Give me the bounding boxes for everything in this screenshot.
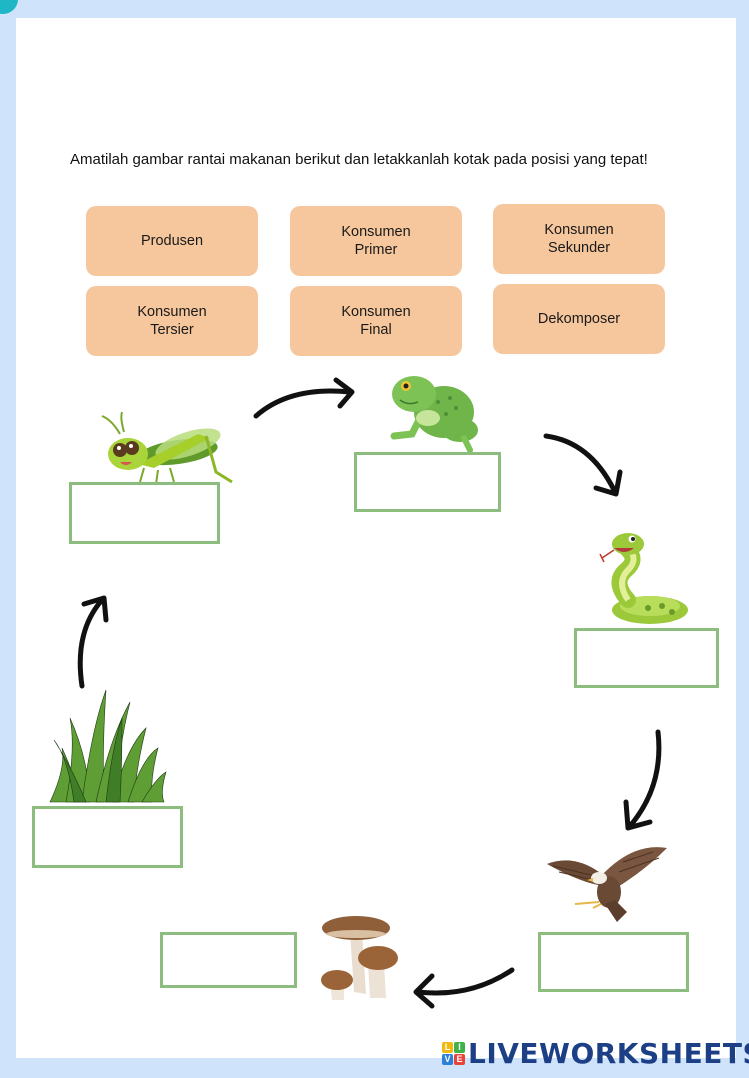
drop-box-eagle[interactable] — [538, 932, 689, 992]
corner-indicator — [0, 0, 18, 14]
logo-letter: L — [442, 1041, 453, 1053]
tile-label: Sekunder — [547, 240, 611, 256]
tile-produsen[interactable]: Produsen — [86, 206, 258, 276]
drop-box-mushroom[interactable] — [160, 932, 297, 988]
tile-label: Tersier — [150, 322, 194, 338]
snake-image — [599, 533, 688, 624]
tile-dekomposer[interactable]: Dekomposer — [493, 284, 665, 354]
arrow-snake-to-eagle — [623, 729, 662, 831]
tile-label: Primer — [354, 242, 398, 258]
tile-label: Konsumen — [341, 304, 411, 320]
eagle-image — [547, 847, 667, 922]
mushroom-image — [321, 916, 398, 1000]
drop-box-grass[interactable] — [32, 806, 183, 868]
tile-label: Konsumen — [137, 304, 207, 320]
instruction-text: Amatilah gambar rantai makanan berikut d… — [70, 151, 648, 168]
liveworksheets-logo: L I V E LIVEWORKSHEETS — [442, 1036, 749, 1070]
tile-label: Konsumen — [544, 222, 614, 238]
logo-letter: I — [454, 1041, 465, 1053]
frog-image — [390, 376, 478, 452]
grasshopper-image — [101, 412, 233, 485]
tile-label: Konsumen — [341, 224, 411, 240]
drop-box-frog[interactable] — [354, 452, 501, 512]
logo-text: LIVEWORKSHEETS — [468, 1036, 749, 1070]
logo-letter: E — [454, 1053, 465, 1065]
drop-box-grasshopper[interactable] — [69, 482, 220, 544]
arrow-grasshopper-to-frog — [253, 377, 355, 419]
tile-label: Final — [360, 322, 392, 338]
tile-label: Produsen — [140, 233, 204, 249]
arrow-grass-to-grasshopper — [77, 595, 109, 689]
arrow-eagle-to-mushroom — [413, 967, 515, 1009]
grass-image — [49, 689, 167, 803]
arrow-frog-to-snake — [543, 433, 623, 497]
live-logo-icon: L I V E — [442, 1041, 465, 1065]
logo-letter: V — [442, 1053, 453, 1065]
tile-label: Dekomposer — [537, 311, 621, 327]
drop-box-snake[interactable] — [574, 628, 719, 688]
